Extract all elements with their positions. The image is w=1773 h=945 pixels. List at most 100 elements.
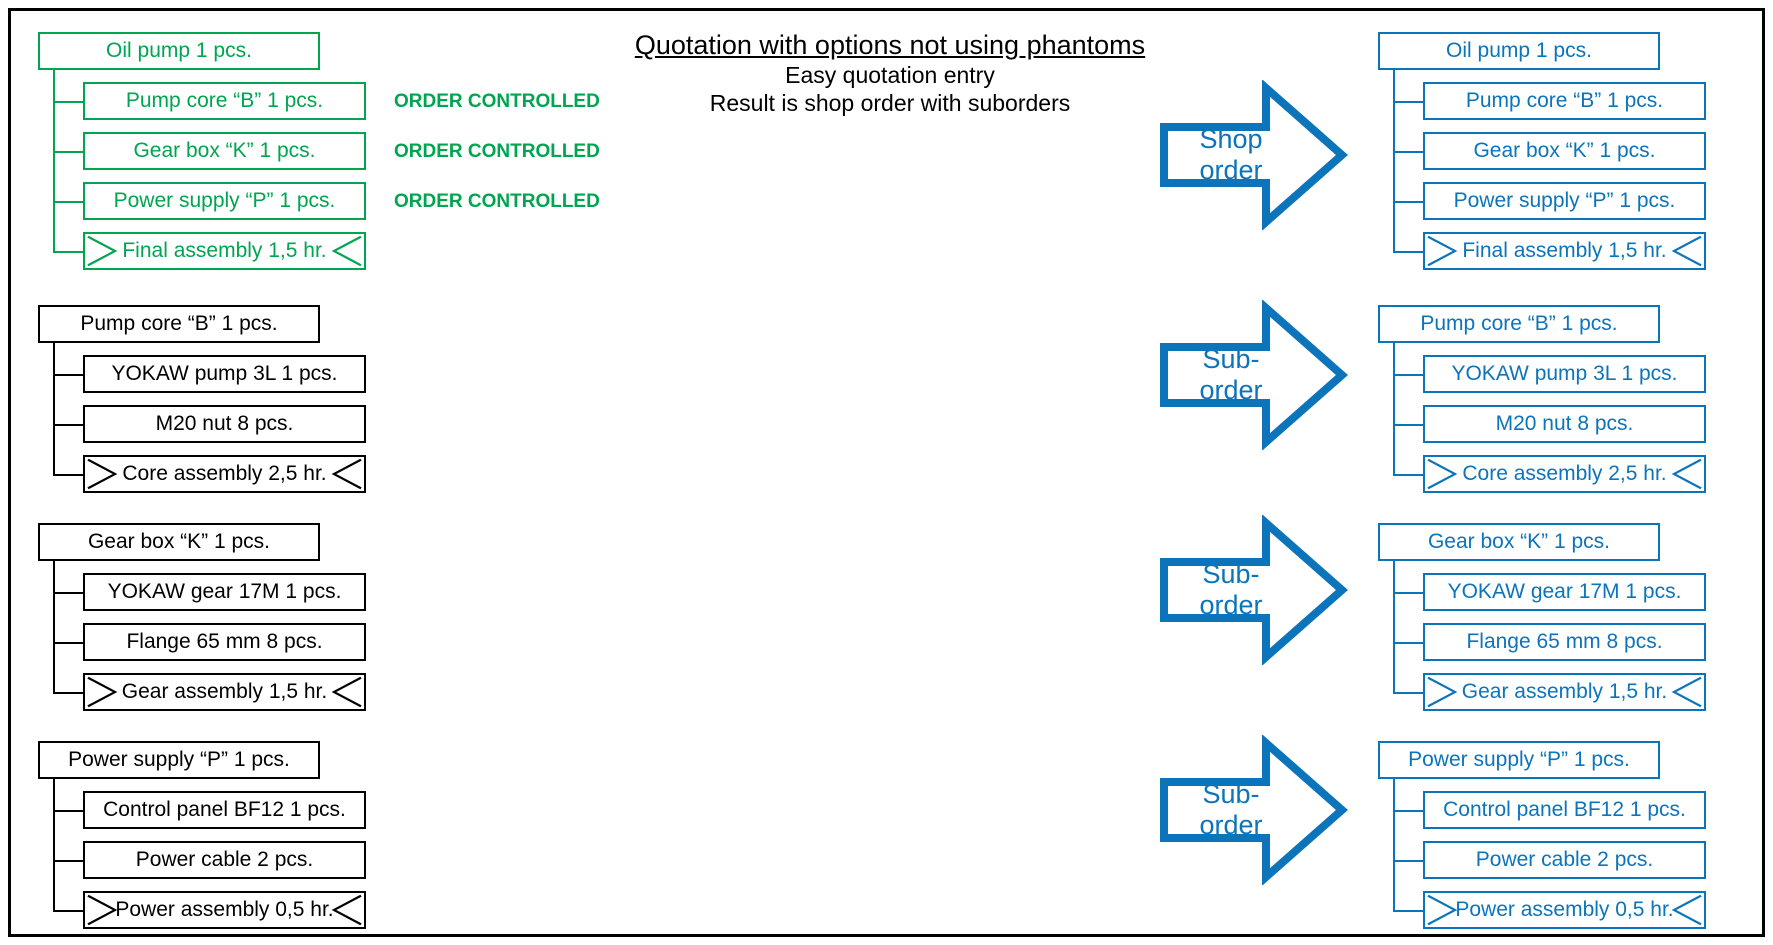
bom-operation-node[interactable]: Gear assembly 1,5 hr. — [83, 673, 366, 711]
bom-node-label: Gear box “K” 1 pcs. — [1427, 530, 1611, 553]
bom-operation-node[interactable]: Core assembly 2,5 hr. — [83, 455, 366, 493]
block-arrow-label-line2: order — [1199, 810, 1263, 840]
bom-operation-node[interactable]: Core assembly 2,5 hr. — [1423, 455, 1706, 493]
bom-node-label: Gear box “K” 1 pcs. — [133, 139, 316, 162]
connector-vertical — [1393, 777, 1395, 910]
bom-item-node[interactable]: Power cable 2 pcs. — [1423, 841, 1706, 879]
bom-item-node[interactable]: YOKAW pump 3L 1 pcs. — [83, 355, 366, 393]
block-arrow: Sub-order — [1158, 735, 1348, 885]
connector-horizontal — [53, 860, 83, 862]
bom-item-node[interactable]: Power supply “P” 1 pcs. — [1423, 182, 1706, 220]
chevron-right-icon — [85, 457, 119, 491]
connector-horizontal — [1393, 101, 1423, 103]
bom-parent-node[interactable]: Gear box “K” 1 pcs. — [38, 523, 320, 561]
bom-node-label: Pump core “B” 1 pcs. — [1420, 312, 1618, 335]
chevron-left-icon — [330, 675, 364, 709]
bom-node-label: YOKAW gear 17M 1 pcs. — [107, 580, 342, 603]
bom-item-node[interactable]: Power supply “P” 1 pcs. — [83, 182, 366, 220]
bom-group: Gear box “K” 1 pcs. YOKAW gear 17M 1 pcs.… — [38, 523, 366, 711]
block-arrow: Sub-order — [1158, 515, 1348, 665]
bom-item-node[interactable]: Power cable 2 pcs. — [83, 841, 366, 879]
connector-horizontal — [1393, 860, 1423, 862]
bom-operation-node[interactable]: Final assembly 1,5 hr. — [83, 232, 366, 270]
bom-item-node[interactable]: Gear box “K” 1 pcs. — [1423, 132, 1706, 170]
connector-horizontal — [1393, 692, 1423, 694]
bom-group: Gear box “K” 1 pcs. YOKAW gear 17M 1 pcs.… — [1378, 523, 1706, 711]
bom-node-label: Power assembly 0,5 hr. — [115, 898, 334, 921]
chevron-left-icon — [330, 234, 364, 268]
bom-node-label: Power cable 2 pcs. — [135, 848, 314, 871]
bom-item-node[interactable]: Gear box “K” 1 pcs. — [83, 132, 366, 170]
bom-item-node[interactable]: Control panel BF12 1 pcs. — [83, 791, 366, 829]
bom-parent-node[interactable]: Power supply “P” 1 pcs. — [38, 741, 320, 779]
bom-node-label: Flange 65 mm 8 pcs. — [1466, 630, 1663, 653]
bom-node-label: Gear box “K” 1 pcs. — [87, 530, 271, 553]
connector-horizontal — [1393, 910, 1423, 912]
block-arrow-label: Sub-order — [1176, 735, 1286, 885]
chevron-left-icon — [1670, 675, 1704, 709]
title-block: Quotation with options not using phantom… — [600, 30, 1180, 117]
block-arrow: Sub-order — [1158, 300, 1348, 450]
bom-node-label: Core assembly 2,5 hr. — [1462, 462, 1667, 485]
bom-parent-node[interactable]: Pump core “B” 1 pcs. — [1378, 305, 1660, 343]
bom-node-label: Control panel BF12 1 pcs. — [103, 798, 346, 821]
bom-operation-node[interactable]: Final assembly 1,5 hr. — [1423, 232, 1706, 270]
connector-horizontal — [1393, 201, 1423, 203]
bom-node-label: Power supply “P” 1 pcs. — [1408, 748, 1630, 771]
bom-operation-node[interactable]: Gear assembly 1,5 hr. — [1423, 673, 1706, 711]
bom-node-label: M20 nut 8 pcs. — [155, 412, 294, 435]
connector-horizontal — [1393, 642, 1423, 644]
chevron-right-icon — [1425, 675, 1459, 709]
bom-node-label: Power cable 2 pcs. — [1475, 848, 1654, 871]
bom-node-label: Power supply “P” 1 pcs. — [1453, 189, 1676, 212]
bom-item-node[interactable]: Flange 65 mm 8 pcs. — [83, 623, 366, 661]
bom-item-node[interactable]: Pump core “B” 1 pcs. — [1423, 82, 1706, 120]
bom-node-label: Oil pump 1 pcs. — [1446, 39, 1592, 62]
diagram-border — [8, 8, 1765, 937]
bom-group: Oil pump 1 pcs. Pump core “B” 1 pcs. Gear … — [1378, 32, 1706, 270]
connector-vertical — [53, 341, 55, 474]
bom-node-label: Gear box “K” 1 pcs. — [1473, 139, 1656, 162]
bom-item-node[interactable]: YOKAW gear 17M 1 pcs. — [83, 573, 366, 611]
block-arrow-label-line1: Sub- — [1202, 558, 1260, 589]
block-arrow-label-line1: Sub- — [1202, 343, 1260, 374]
bom-node-label: Power supply “P” 1 pcs. — [113, 189, 336, 212]
bom-node-label: Oil pump 1 pcs. — [106, 39, 252, 62]
bom-item-node[interactable]: YOKAW gear 17M 1 pcs. — [1423, 573, 1706, 611]
connector-horizontal — [53, 474, 83, 476]
bom-group: Pump core “B” 1 pcs. YOKAW pump 3L 1 pcs.… — [1378, 305, 1706, 493]
connector-vertical — [1393, 68, 1395, 251]
connector-vertical — [53, 777, 55, 910]
bom-parent-node[interactable]: Gear box “K” 1 pcs. — [1378, 523, 1660, 561]
bom-item-node[interactable]: YOKAW pump 3L 1 pcs. — [1423, 355, 1706, 393]
bom-item-node[interactable]: M20 nut 8 pcs. — [1423, 405, 1706, 443]
bom-operation-node[interactable]: Power assembly 0,5 hr. — [1423, 891, 1706, 929]
bom-operation-node[interactable]: Power assembly 0,5 hr. — [83, 891, 366, 929]
connector-horizontal — [1393, 474, 1423, 476]
bom-parent-node[interactable]: Pump core “B” 1 pcs. — [38, 305, 320, 343]
bom-group: Power supply “P” 1 pcs. Control panel BF1… — [1378, 741, 1706, 929]
order-controlled-tag: ORDER CONTROLLED — [394, 91, 600, 112]
bom-parent-node[interactable]: Oil pump 1 pcs. — [38, 32, 320, 70]
connector-horizontal — [53, 151, 83, 153]
bom-node-label: Final assembly 1,5 hr. — [122, 239, 327, 262]
connector-horizontal — [1393, 592, 1423, 594]
bom-node-label: Power assembly 0,5 hr. — [1455, 898, 1674, 921]
connector-horizontal — [1393, 424, 1423, 426]
order-controlled-tag: ORDER CONTROLLED — [394, 141, 600, 162]
bom-item-node[interactable]: Pump core “B” 1 pcs. — [83, 82, 366, 120]
bom-node-label: YOKAW gear 17M 1 pcs. — [1447, 580, 1682, 603]
bom-item-node[interactable]: Control panel BF12 1 pcs. — [1423, 791, 1706, 829]
connector-horizontal — [1393, 251, 1423, 253]
connector-horizontal — [53, 810, 83, 812]
bom-parent-node[interactable]: Oil pump 1 pcs. — [1378, 32, 1660, 70]
block-arrow-label-line1: Sub- — [1202, 778, 1260, 809]
bom-item-node[interactable]: Flange 65 mm 8 pcs. — [1423, 623, 1706, 661]
connector-vertical — [1393, 559, 1395, 692]
connector-horizontal — [53, 374, 83, 376]
bom-item-node[interactable]: M20 nut 8 pcs. — [83, 405, 366, 443]
bom-parent-node[interactable]: Power supply “P” 1 pcs. — [1378, 741, 1660, 779]
connector-vertical — [1393, 341, 1395, 474]
chevron-right-icon — [85, 675, 119, 709]
